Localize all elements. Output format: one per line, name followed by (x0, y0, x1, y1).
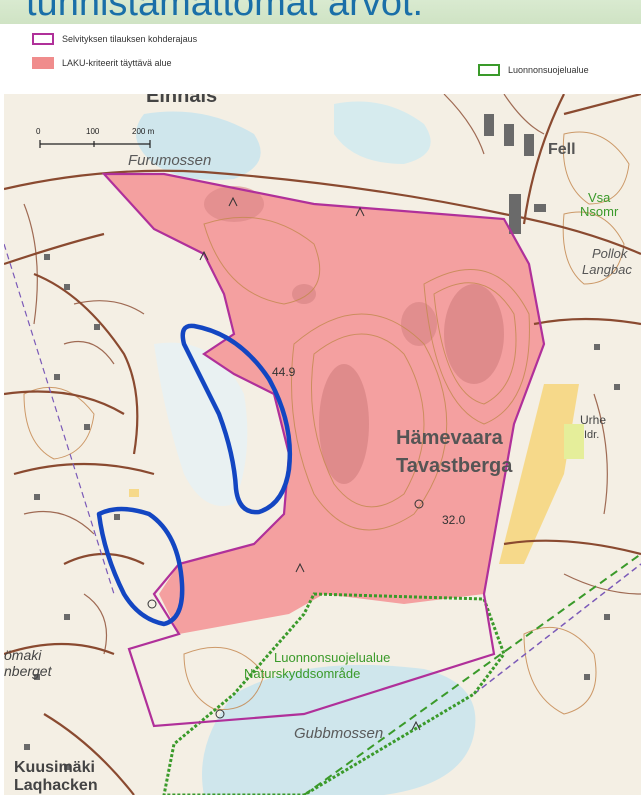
label-berget-west: nberget (4, 663, 53, 679)
label-hamevaara: Hämevaara (396, 427, 504, 449)
scale-bar: 0 100 200 m (36, 127, 155, 148)
label-gubbmossen: Gubbmossen (294, 725, 383, 742)
map-legend: Selvityksen tilauksen kohderajaus LAKU-k… (0, 24, 641, 94)
slide-title: tunnistamattomat arvot. (26, 0, 424, 24)
terrain-symbols (147, 196, 424, 731)
legend-item-laku: LAKU-kriteerit täyttävä alue (32, 57, 172, 69)
label-maki-west: ömaki (4, 647, 42, 663)
railway-line (303, 553, 641, 795)
legend-item-nature-reserve: Luonnonsuojelualue (478, 64, 589, 76)
label-pollok: Pollok (592, 246, 629, 261)
minor-roads (23, 94, 641, 655)
label-einnais: Einnais (146, 94, 217, 107)
laku-knoll-5 (204, 186, 264, 222)
label-laguback: Laqhacken (14, 777, 98, 794)
scale-label-200: 200 m (132, 127, 155, 136)
label-tavastberga: Tavastberga (396, 455, 513, 477)
label-elevation-32: 32.0 (442, 513, 466, 527)
scale-label-100: 100 (86, 127, 100, 136)
laku-knoll-1 (319, 364, 369, 484)
blue-outline-north (180, 323, 293, 515)
laku-knoll-4 (292, 284, 316, 304)
clearing-west (154, 342, 248, 506)
laku-knoll-2 (444, 284, 504, 384)
label-furumossen: Furumossen (128, 152, 211, 169)
map-canvas: 0 100 200 m Einnais Furumossen Hämevaara… (4, 94, 641, 795)
legend-label-nature-reserve: Luonnonsuojelualue (508, 65, 589, 75)
label-nsomr: Nsomr (580, 204, 619, 219)
label-langbac: Langbac (582, 262, 632, 277)
field-east (499, 384, 579, 564)
legend-swatch-nature-reserve (478, 64, 500, 76)
label-elevation-44: 44.9 (272, 365, 296, 379)
legend-swatch-laku (32, 57, 54, 69)
label-vasa: Vsa (588, 190, 611, 205)
blue-outline-south (96, 506, 185, 627)
water-north (334, 101, 431, 164)
legend-label-boundary: Selvityksen tilauksen kohderajaus (62, 34, 198, 44)
label-fell: Fell (548, 141, 576, 158)
title-banner: tunnistamattomat arvot. (0, 0, 641, 24)
label-kuusimaki: Kuusimäki (14, 759, 95, 776)
label-nature-reserve-fi: Luonnonsuojelualue (274, 650, 390, 665)
legend-item-boundary: Selvityksen tilauksen kohderajaus (32, 33, 197, 45)
bog-furumossen (136, 111, 261, 180)
contour-lines (23, 131, 630, 715)
field-small (564, 424, 584, 459)
legend-label-laku: LAKU-kriteerit täyttävä alue (62, 58, 172, 68)
label-nature-reserve-sv: Naturskyddsområde (244, 666, 360, 681)
district-border (4, 243, 115, 595)
scale-label-0: 0 (36, 127, 41, 136)
label-idrotts: Idr. (584, 429, 599, 441)
buildings (24, 114, 620, 770)
laku-knoll-3 (401, 302, 437, 346)
map-svg: 0 100 200 m Einnais Furumossen Hämevaara… (4, 94, 641, 795)
label-urhe: Urhe (580, 413, 606, 427)
bog-gubbmossen (202, 664, 476, 795)
legend-swatch-boundary (32, 33, 54, 45)
municipal-border (473, 563, 641, 695)
